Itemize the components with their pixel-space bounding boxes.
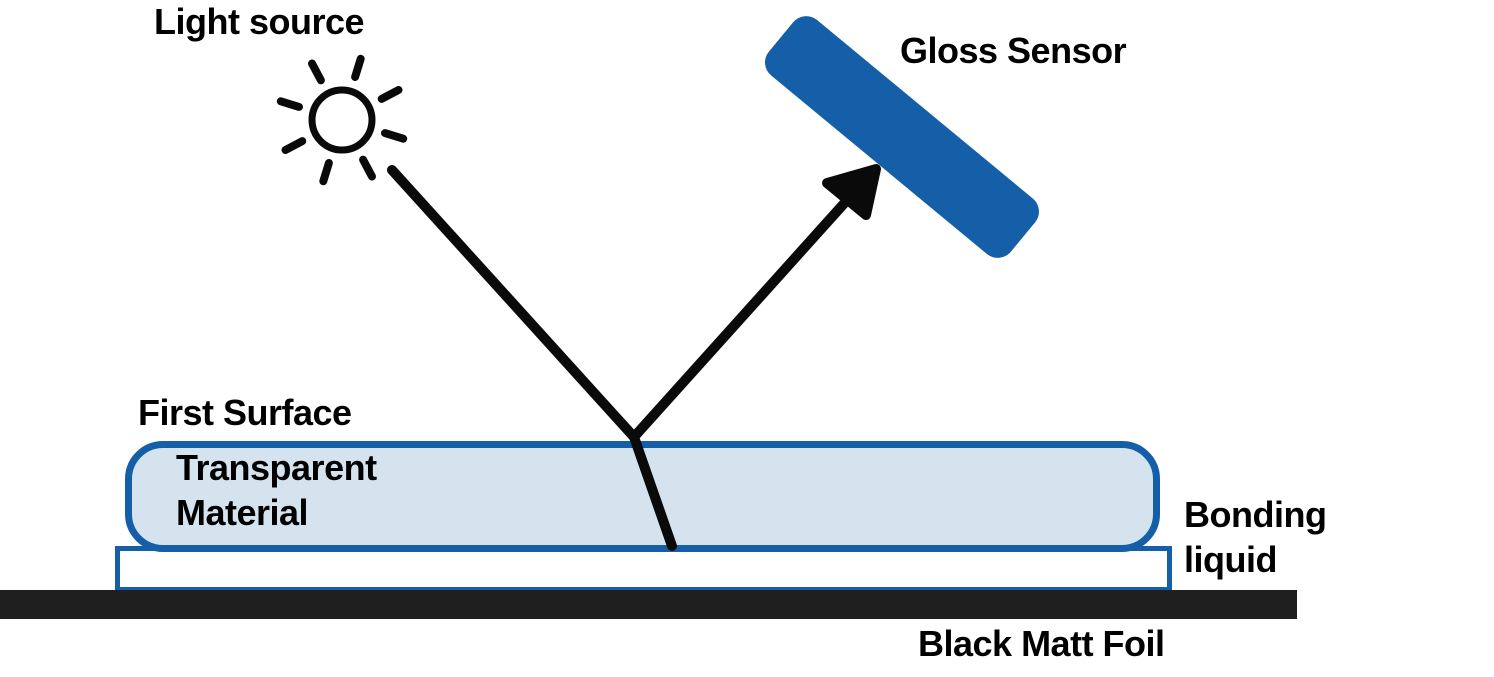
transparent-material-label-line2: Material <box>176 492 309 533</box>
bonding-liquid-label-line2: liquid <box>1184 539 1277 580</box>
black-matt-foil-label: Black Matt Foil <box>918 623 1165 664</box>
incident-ray-line <box>387 165 639 442</box>
bonding-liquid-layer <box>115 546 1172 592</box>
reflected-ray-arrowhead <box>822 164 881 220</box>
light-source-label: Light source <box>154 1 365 42</box>
gloss-sensor-label: Gloss Sensor <box>900 30 1127 71</box>
black-matt-foil-bar <box>0 590 1297 619</box>
transparent-material-label: Transparent Material <box>176 445 377 535</box>
sun-icon <box>276 54 408 186</box>
transparent-material-label-line1: Transparent <box>176 447 377 488</box>
bonding-liquid-label-line1: Bonding <box>1184 494 1327 535</box>
bonding-liquid-label: Bonding liquid <box>1184 492 1327 582</box>
first-surface-label: First Surface <box>138 392 352 433</box>
reflected-ray-line <box>629 183 863 442</box>
